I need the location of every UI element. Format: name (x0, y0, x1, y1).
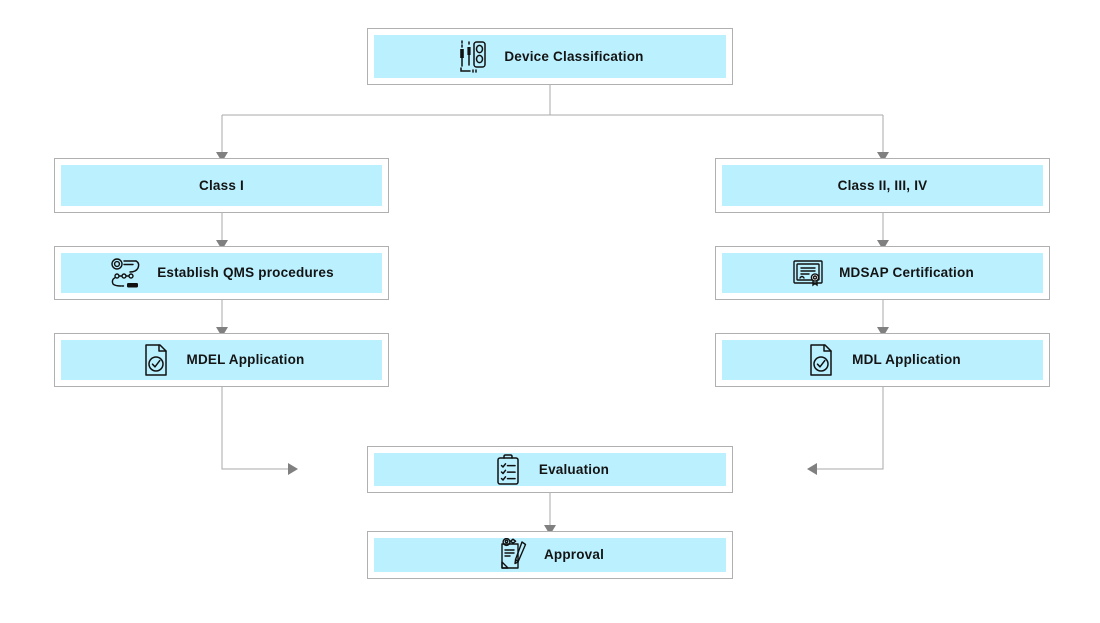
clipboard-checklist-icon (491, 451, 525, 489)
node-label: Device Classification (504, 48, 644, 64)
node-class-ii-iii-iv[interactable]: Class II, III, IV (715, 158, 1050, 213)
document-check-icon (139, 341, 173, 379)
node-approval[interactable]: Approval (367, 531, 733, 579)
node-body: Establish QMS procedures (61, 253, 382, 293)
arrowhead-evaluation-right (807, 463, 817, 475)
document-check-icon (804, 341, 838, 379)
workflow-process-icon (109, 254, 143, 292)
node-label: Class II, III, IV (837, 177, 928, 193)
edge-mdl-to-evaluation (817, 387, 884, 470)
node-evaluation[interactable]: Evaluation (367, 446, 733, 493)
node-label: Evaluation (538, 461, 610, 477)
certificate-icon (791, 254, 825, 292)
node-mdl-application[interactable]: MDL Application (715, 333, 1050, 387)
node-label: MDL Application (852, 352, 961, 368)
node-label: Establish QMS procedures (157, 265, 334, 281)
signed-document-icon (496, 536, 530, 574)
node-mdel-application[interactable]: MDEL Application (54, 333, 389, 387)
node-class-i[interactable]: Class I (54, 158, 389, 213)
node-body: Class II, III, IV (722, 165, 1043, 206)
node-label: MDEL Application (186, 352, 305, 368)
node-establish-qms-procedures[interactable]: Establish QMS procedures (54, 246, 389, 300)
node-body: Device Classification (374, 35, 726, 78)
node-body: Evaluation (374, 453, 726, 486)
node-label: MDSAP Certification (839, 265, 974, 281)
node-label: Approval (543, 547, 605, 563)
node-device-classification[interactable]: Device Classification (367, 28, 733, 85)
node-body: Class I (61, 165, 382, 206)
node-body: MDL Application (722, 340, 1043, 380)
node-label: Class I (199, 177, 244, 193)
arrowhead-evaluation-left (288, 463, 298, 475)
node-body: MDSAP Certification (722, 253, 1043, 293)
node-body: Approval (374, 538, 726, 572)
medical-devices-icon (456, 38, 490, 76)
node-body: MDEL Application (61, 340, 382, 380)
edge-mdel-to-evaluation (221, 387, 288, 470)
node-mdsap-certification[interactable]: MDSAP Certification (715, 246, 1050, 300)
